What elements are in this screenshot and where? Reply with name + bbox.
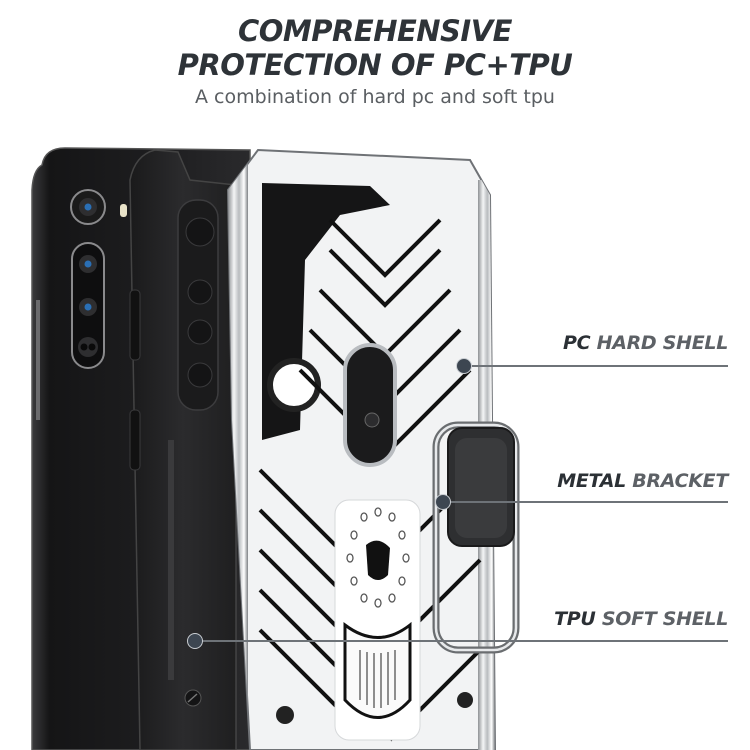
metal-ring-bracket: [432, 421, 520, 654]
callout-metal-bracket: METAL BRACKET: [557, 470, 728, 492]
camera-module: [70, 189, 127, 369]
callout-dot-pc-hard-shell: [456, 358, 472, 374]
callout-metal-strong: METAL: [557, 470, 626, 492]
subtitle: A combination of hard pc and soft tpu: [195, 86, 555, 108]
callout-dot-tpu-soft-shell: [187, 633, 203, 649]
header: COMPREHENSIVE PROTECTION OF PC+TPU A com…: [0, 14, 750, 108]
callout-tpu-soft-shell: TPU SOFT SHELL: [554, 608, 728, 630]
callout-metal-light: BRACKET: [625, 470, 728, 492]
callout-dot-metal-bracket: [435, 494, 451, 510]
pc-hard-shell: [226, 148, 497, 750]
callout-pc-hard-shell: PC HARD SHELL: [563, 332, 728, 354]
title-line-2: PROTECTION OF PC+TPU: [177, 48, 573, 82]
title-line-1: COMPREHENSIVE: [238, 14, 512, 48]
callout-tpu-strong: TPU: [554, 608, 596, 630]
tpu-soft-shell: [129, 149, 237, 750]
callout-pc-strong: PC: [563, 332, 591, 354]
callout-tpu-light: SOFT SHELL: [595, 608, 728, 630]
callout-pc-light: HARD SHELL: [590, 332, 729, 354]
magnetic-plate-holes: [346, 507, 410, 608]
